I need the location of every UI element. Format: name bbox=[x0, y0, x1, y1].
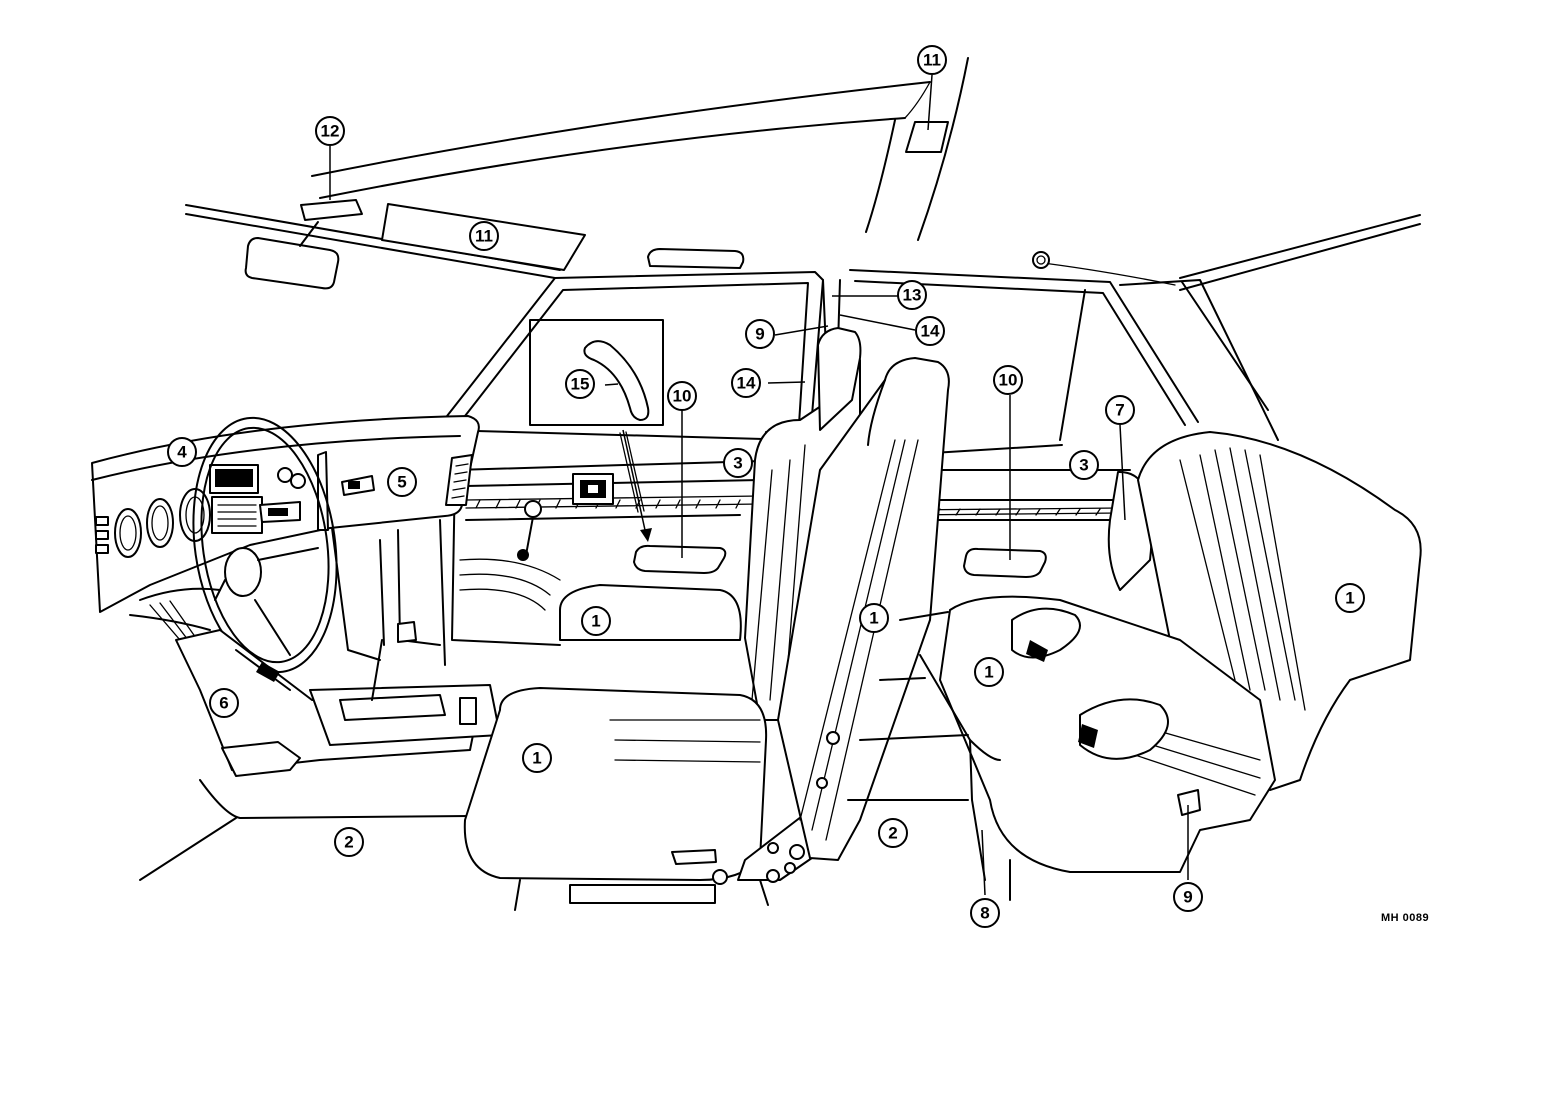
svg-text:11: 11 bbox=[475, 227, 493, 246]
dashboard bbox=[91, 415, 480, 666]
callout-8: 8 bbox=[970, 898, 1000, 928]
reference-code: MH 0089 bbox=[1381, 912, 1430, 924]
svg-text:8: 8 bbox=[980, 904, 989, 923]
svg-text:2: 2 bbox=[888, 824, 897, 843]
center-console bbox=[139, 621, 501, 881]
svg-text:1: 1 bbox=[1345, 589, 1354, 608]
svg-text:15: 15 bbox=[571, 375, 590, 394]
callout-13: 13 bbox=[897, 280, 927, 310]
front-seat-right bbox=[777, 327, 950, 861]
callout-10: 10 bbox=[993, 365, 1023, 395]
svg-text:6: 6 bbox=[219, 694, 228, 713]
svg-text:14: 14 bbox=[921, 322, 940, 341]
visors-and-lamps bbox=[244, 121, 1050, 290]
callout-9: 9 bbox=[745, 319, 775, 349]
svg-text:3: 3 bbox=[1079, 456, 1088, 475]
svg-text:1: 1 bbox=[591, 612, 600, 631]
callout-5: 5 bbox=[387, 467, 417, 497]
floor-lines bbox=[847, 611, 969, 801]
callout-12: 12 bbox=[315, 116, 345, 146]
rear-bench-seat bbox=[919, 431, 1422, 901]
svg-text:14: 14 bbox=[737, 374, 756, 393]
svg-text:9: 9 bbox=[755, 325, 764, 344]
svg-text:2: 2 bbox=[344, 833, 353, 852]
callout-1: 1 bbox=[859, 603, 889, 633]
callout-11: 11 bbox=[469, 221, 499, 251]
callout-15: 15 bbox=[565, 369, 595, 399]
callout-4: 4 bbox=[167, 437, 197, 467]
callout-2: 2 bbox=[878, 818, 908, 848]
leader-lines bbox=[329, 74, 1189, 896]
svg-text:3: 3 bbox=[733, 454, 742, 473]
callout-1: 1 bbox=[522, 743, 552, 773]
svg-text:10: 10 bbox=[673, 387, 692, 406]
svg-text:1: 1 bbox=[984, 663, 993, 682]
callout-14: 14 bbox=[915, 316, 945, 346]
svg-text:7: 7 bbox=[1115, 401, 1124, 420]
callout-7: 7 bbox=[1105, 395, 1135, 425]
svg-text:1: 1 bbox=[532, 749, 541, 768]
callout-14: 14 bbox=[731, 368, 761, 398]
steering-wheel bbox=[129, 416, 338, 674]
callout-6: 6 bbox=[209, 688, 239, 718]
callout-1: 1 bbox=[1335, 583, 1365, 613]
svg-text:10: 10 bbox=[999, 371, 1018, 390]
svg-text:4: 4 bbox=[177, 443, 187, 462]
svg-text:9: 9 bbox=[1183, 888, 1192, 907]
callout-10: 10 bbox=[667, 381, 697, 411]
callout-2: 2 bbox=[334, 827, 364, 857]
callout-9: 9 bbox=[1173, 882, 1203, 912]
callout-11: 11 bbox=[917, 45, 947, 75]
svg-text:12: 12 bbox=[321, 122, 340, 141]
svg-text:5: 5 bbox=[397, 473, 406, 492]
callout-3: 3 bbox=[1069, 450, 1099, 480]
svg-text:1: 1 bbox=[869, 609, 878, 628]
svg-text:11: 11 bbox=[923, 51, 941, 70]
grip-handle-inset bbox=[529, 319, 664, 542]
callout-3: 3 bbox=[723, 448, 753, 478]
callout-1: 1 bbox=[581, 606, 611, 636]
roof-lines bbox=[185, 57, 1421, 291]
svg-text:13: 13 bbox=[903, 286, 922, 305]
front-seat-left bbox=[463, 347, 861, 911]
callout-1: 1 bbox=[974, 657, 1004, 687]
